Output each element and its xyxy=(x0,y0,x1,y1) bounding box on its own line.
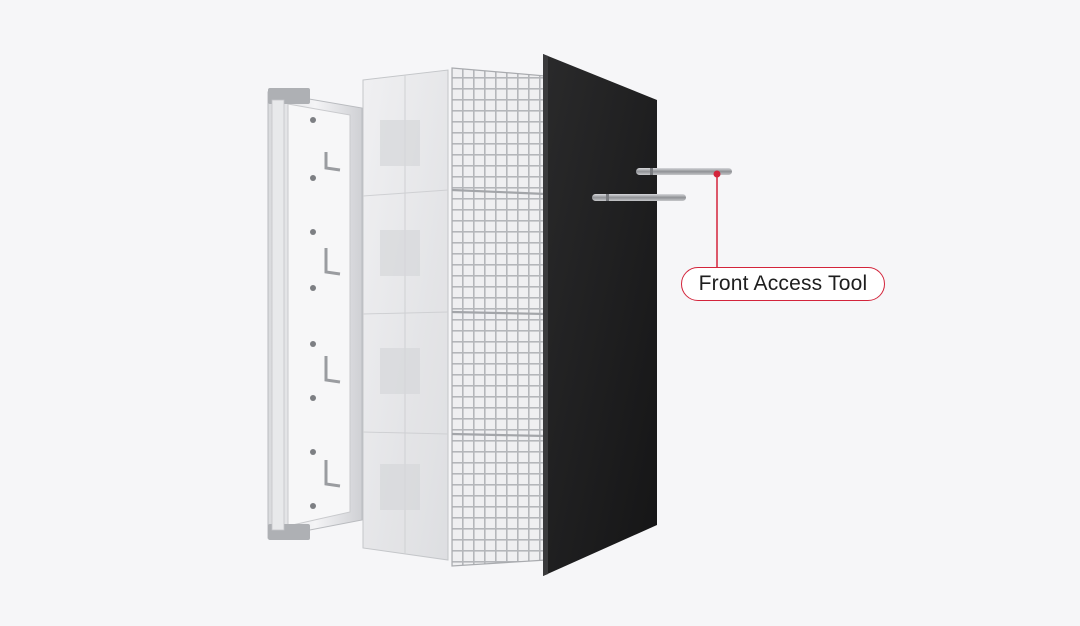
module-housing xyxy=(362,69,449,561)
callout-leader xyxy=(713,170,721,267)
grid-mask xyxy=(451,67,547,567)
front-access-tool-rods xyxy=(592,168,732,201)
front-access-tool-label: Front Access Tool xyxy=(681,267,885,301)
black-led-panel xyxy=(543,54,657,576)
cabinet-frame xyxy=(267,88,363,540)
